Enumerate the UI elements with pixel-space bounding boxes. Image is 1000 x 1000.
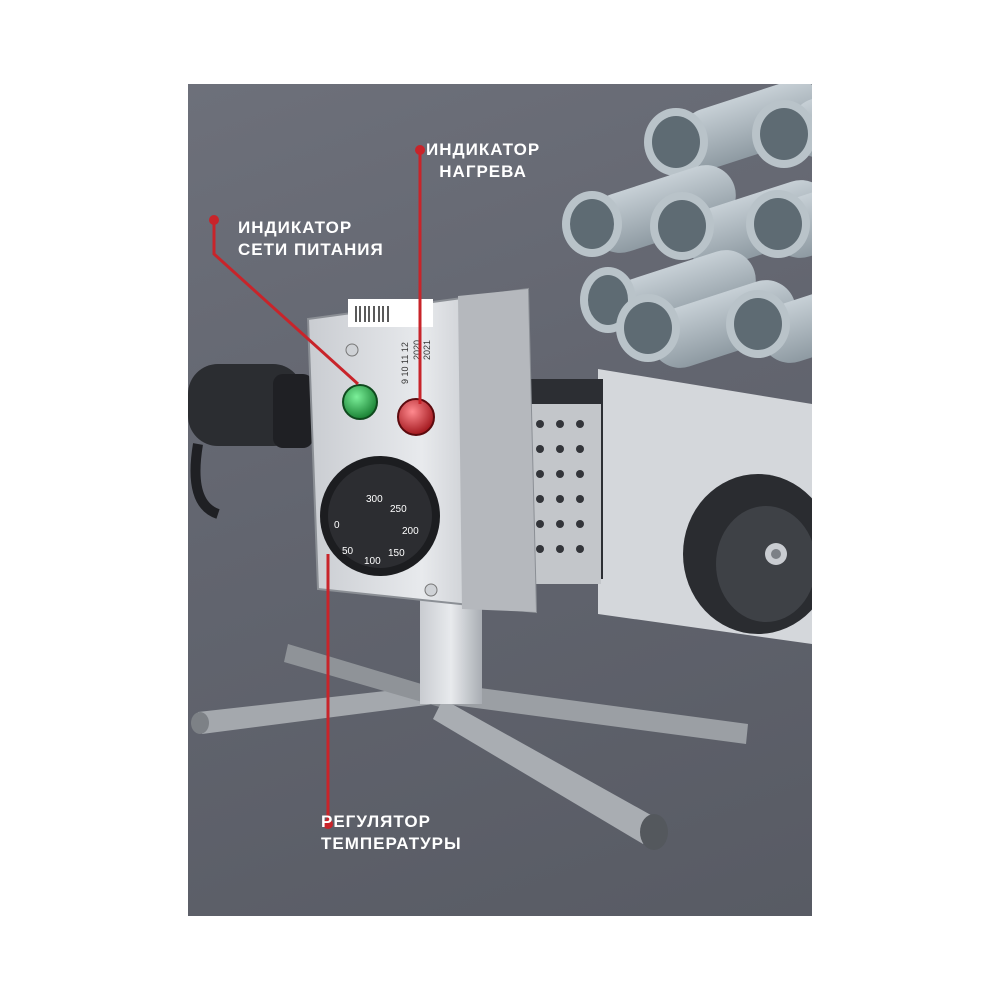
- pipe-welder-illustration: 2020 2021 9 10 11 12 300 250 200 150 100…: [188, 84, 812, 850]
- temperature-regulator-callout: РЕГУЛЯТОР ТЕМПЕРАТУРЫ: [321, 811, 462, 855]
- callout-line-1: ИНДИКАТОР: [426, 140, 541, 159]
- spec-label-line: 9 10 11 12: [400, 342, 410, 384]
- callout-line-2: ТЕМПЕРАТУРЫ: [321, 834, 462, 853]
- pipe: [752, 84, 812, 168]
- product-image-panel: 2020 2021 9 10 11 12 300 250 200 150 100…: [188, 84, 812, 916]
- callout-line-1: ИНДИКАТОР: [238, 218, 353, 237]
- heating-indicator-callout: ИНДИКАТОР НАГРЕВА: [426, 139, 540, 183]
- power-indicator-lamp: [342, 384, 378, 420]
- stand: [191, 594, 748, 850]
- dial-tick-label: 150: [388, 548, 405, 559]
- pipes-bundle: [562, 84, 812, 368]
- pipe: [746, 170, 812, 258]
- screw-icon: [424, 583, 438, 597]
- dial-tick-label: 0: [334, 520, 340, 531]
- handle: [188, 364, 313, 519]
- dial-tick-label: 300: [366, 494, 383, 505]
- screw-icon: [345, 343, 359, 357]
- dial-tick-label: 50: [342, 546, 354, 557]
- spec-label: 2020 2021 9 10 11 12: [400, 340, 432, 384]
- power-indicator-callout: ИНДИКАТОР СЕТИ ПИТАНИЯ: [238, 217, 384, 261]
- callout-line-2: СЕТИ ПИТАНИЯ: [238, 240, 384, 259]
- callout-line-1: РЕГУЛЯТОР: [321, 812, 431, 831]
- dial-tick-label: 250: [390, 504, 407, 515]
- spec-label-line: 2021: [422, 340, 432, 360]
- temperature-dial[interactable]: 300 250 200 150 100 50 0: [320, 456, 440, 576]
- dial-tick-label: 100: [364, 556, 381, 567]
- dial-tick-label: 200: [402, 526, 419, 537]
- control-box: 2020 2021 9 10 11 12 300 250 200 150 100…: [306, 287, 538, 614]
- spec-label-line: 2020: [412, 340, 422, 360]
- callout-line-2: НАГРЕВА: [439, 162, 527, 181]
- heating-indicator-lamp: [397, 398, 435, 436]
- pipe: [726, 275, 812, 363]
- callout-lines: [209, 145, 425, 829]
